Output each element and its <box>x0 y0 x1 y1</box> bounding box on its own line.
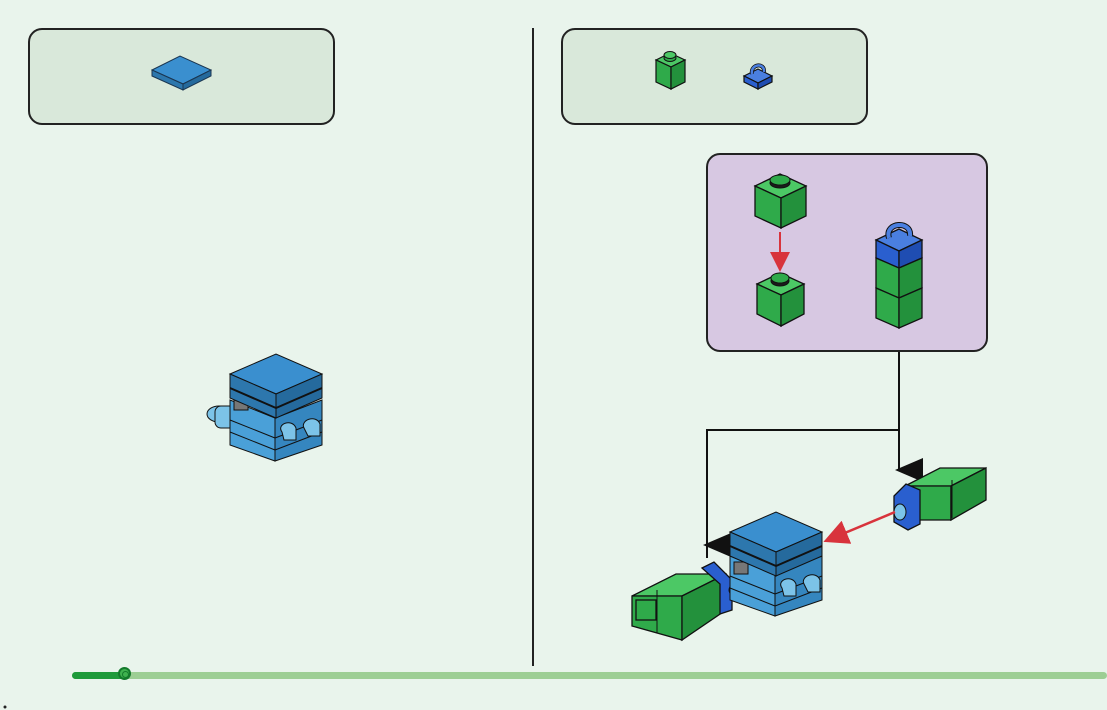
progress-fill <box>72 672 124 679</box>
blue-clip-icon <box>744 65 772 89</box>
right-model <box>632 512 822 640</box>
progress-bar <box>72 672 1107 679</box>
green-brick-icon <box>656 52 685 90</box>
progress-knob-icon <box>118 667 131 680</box>
incoming-arm <box>828 468 986 540</box>
sub-step-stack <box>876 225 922 328</box>
left-model <box>207 354 322 461</box>
tile-icon <box>152 56 211 90</box>
sub-step-bricks <box>755 174 806 326</box>
